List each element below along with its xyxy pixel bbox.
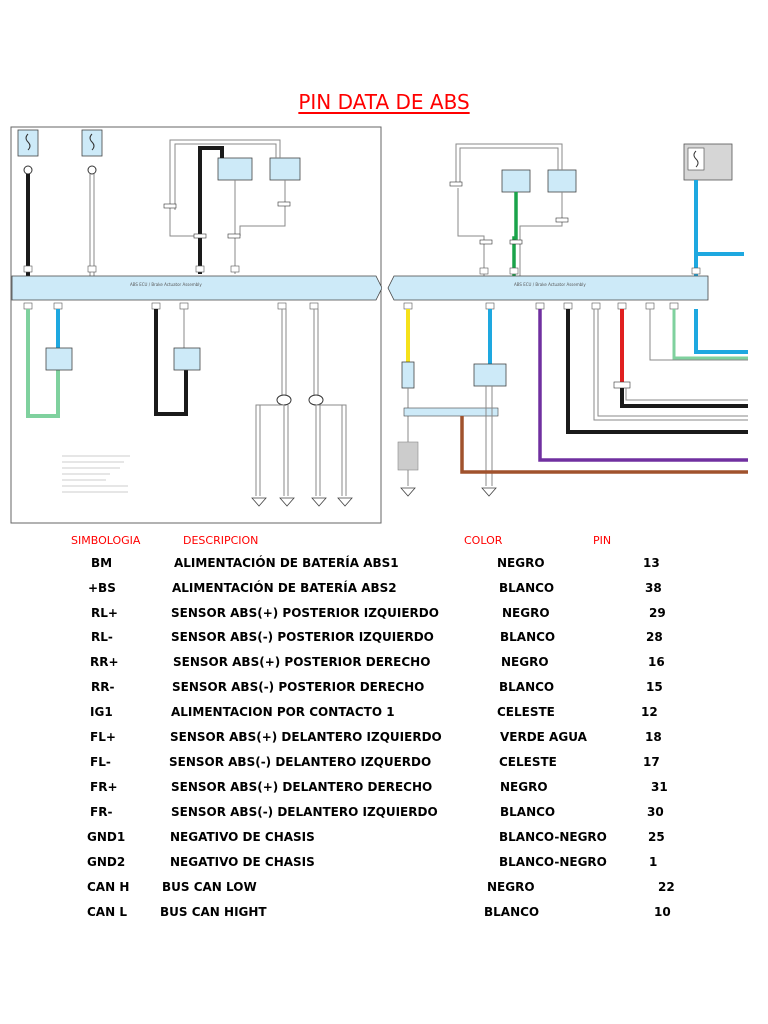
cell-pin: 22: [658, 880, 675, 894]
cell-description: SENSOR ABS(-) DELANTERO IZQUIERDO: [171, 805, 438, 819]
cell-pin: 31: [651, 780, 668, 794]
cell-pin: 29: [649, 606, 666, 620]
cell-color: NEGRO: [501, 655, 549, 669]
cell-symbol: RL-: [91, 630, 113, 644]
cell-color: BLANCO: [500, 630, 556, 644]
svg-text:ABS ECU / Brake Actuator Assem: ABS ECU / Brake Actuator Assembly: [514, 282, 586, 287]
cell-description: NEGATIVO DE CHASIS: [170, 830, 315, 844]
cell-pin: 30: [647, 805, 664, 819]
cell-color: NEGRO: [487, 880, 535, 894]
cell-description: ALIMENTACIÓN DE BATERÍA ABS2: [172, 581, 397, 595]
wiring-diagram-right: ABS ECU / Brake Actuator Assembly: [387, 143, 748, 497]
cell-description: BUS CAN HIGHT: [160, 905, 267, 919]
cell-color: CELESTE: [497, 705, 555, 719]
cell-color: BLANCO: [499, 680, 555, 694]
cell-description: SENSOR ABS(+) DELANTERO IZQUIERDO: [170, 730, 442, 744]
cell-color: NEGRO: [497, 556, 545, 570]
table-row: RR- SENSOR ABS(-) POSTERIOR DERECHO BLAN…: [0, 680, 768, 700]
cell-symbol: FL-: [90, 755, 111, 769]
cell-color: BLANCO: [499, 581, 555, 595]
cell-symbol: GND1: [87, 830, 126, 844]
cell-description: SENSOR ABS(+) POSTERIOR DERECHO: [173, 655, 431, 669]
cell-description: NEGATIVO DE CHASIS: [170, 855, 315, 869]
table-row: IG1 ALIMENTACION POR CONTACTO 1 CELESTE …: [0, 705, 768, 725]
cell-description: SENSOR ABS(+) POSTERIOR IZQUIERDO: [171, 606, 439, 620]
table-row: RL+ SENSOR ABS(+) POSTERIOR IZQUIERDO NE…: [0, 606, 768, 626]
cell-symbol: CAN L: [87, 905, 127, 919]
cell-symbol: FR-: [90, 805, 113, 819]
cell-description: ALIMENTACION POR CONTACTO 1: [171, 705, 395, 719]
cell-pin: 25: [648, 830, 665, 844]
cell-pin: 13: [643, 556, 660, 570]
header-description: DESCRIPCION: [183, 534, 259, 547]
table-row: GND1 NEGATIVO DE CHASIS BLANCO-NEGRO 25: [0, 830, 768, 850]
cell-color: NEGRO: [500, 780, 548, 794]
cell-color: VERDE AGUA: [500, 730, 587, 744]
table-row: RR+ SENSOR ABS(+) POSTERIOR DERECHO NEGR…: [0, 655, 768, 675]
cell-pin: 12: [641, 705, 658, 719]
table-row: FL- SENSOR ABS(-) DELANTERO IZQUERDO CEL…: [0, 755, 768, 775]
table-row: FR+ SENSOR ABS(+) DELANTERO DERECHO NEGR…: [0, 780, 768, 800]
table-row: BM ALIMENTACIÓN DE BATERÍA ABS1 NEGRO 13: [0, 556, 768, 576]
cell-symbol: RR-: [91, 680, 115, 694]
cell-description: SENSOR ABS(-) DELANTERO IZQUERDO: [169, 755, 432, 769]
header-pin: PIN: [593, 534, 612, 547]
header-symbol: SIMBOLOGIA: [71, 534, 141, 547]
cell-symbol: FR+: [90, 780, 118, 794]
cell-symbol: RL+: [91, 606, 118, 620]
cell-pin: 1: [649, 855, 658, 869]
cell-pin: 18: [645, 730, 662, 744]
table-row: CAN H BUS CAN LOW NEGRO 22: [0, 880, 768, 900]
fuse-icon: [17, 129, 39, 157]
cell-pin: 17: [643, 755, 660, 769]
cell-pin: 38: [645, 581, 662, 595]
cell-symbol: RR+: [90, 655, 119, 669]
cell-description: SENSOR ABS(-) POSTERIOR DERECHO: [172, 680, 425, 694]
table-header: SIMBOLOGIA DESCRIPCION COLOR PIN: [0, 534, 768, 550]
abs-actuator-bus: [387, 275, 709, 301]
cell-color: BLANCO: [484, 905, 540, 919]
cell-color: BLANCO-NEGRO: [499, 830, 607, 844]
cell-pin: 15: [646, 680, 663, 694]
cell-description: SENSOR ABS(-) POSTERIOR IZQUIERDO: [171, 630, 434, 644]
fuse-icon: [81, 129, 103, 157]
table-row: FR- SENSOR ABS(-) DELANTERO IZQUIERDO BL…: [0, 805, 768, 825]
table-row: +BS ALIMENTACIÓN DE BATERÍA ABS2 BLANCO …: [0, 581, 768, 601]
page-title: PIN DATA DE ABS: [298, 90, 470, 114]
cell-pin: 28: [646, 630, 663, 644]
header-color: COLOR: [464, 534, 503, 547]
table-row: GND2 NEGATIVO DE CHASIS BLANCO-NEGRO 1: [0, 855, 768, 875]
cell-color: BLANCO-NEGRO: [499, 855, 607, 869]
cell-symbol: CAN H: [87, 880, 130, 894]
svg-text:ABS ECU / Brake Actuator Assem: ABS ECU / Brake Actuator Assembly: [130, 282, 202, 287]
cell-description: ALIMENTACIÓN DE BATERÍA ABS1: [174, 556, 399, 570]
table-row: FL+ SENSOR ABS(+) DELANTERO IZQUIERDO VE…: [0, 730, 768, 750]
table-row: RL- SENSOR ABS(-) POSTERIOR IZQUIERDO BL…: [0, 630, 768, 650]
cell-symbol: FL+: [90, 730, 116, 744]
cell-color: BLANCO: [500, 805, 556, 819]
abs-actuator-bus: [11, 275, 382, 301]
cell-symbol: IG1: [90, 705, 113, 719]
cell-pin: 10: [654, 905, 671, 919]
wiring-diagram-left: ABS ECU / Brake Actuator Assembly: [10, 126, 382, 524]
cell-description: BUS CAN LOW: [162, 880, 257, 894]
cell-symbol: +BS: [88, 581, 116, 595]
cell-symbol: GND2: [87, 855, 126, 869]
table-row: CAN L BUS CAN HIGHT BLANCO 10: [0, 905, 768, 925]
cell-color: NEGRO: [502, 606, 550, 620]
cell-pin: 16: [648, 655, 665, 669]
cell-symbol: BM: [91, 556, 113, 570]
cell-description: SENSOR ABS(+) DELANTERO DERECHO: [171, 780, 433, 794]
cell-color: CELESTE: [499, 755, 557, 769]
